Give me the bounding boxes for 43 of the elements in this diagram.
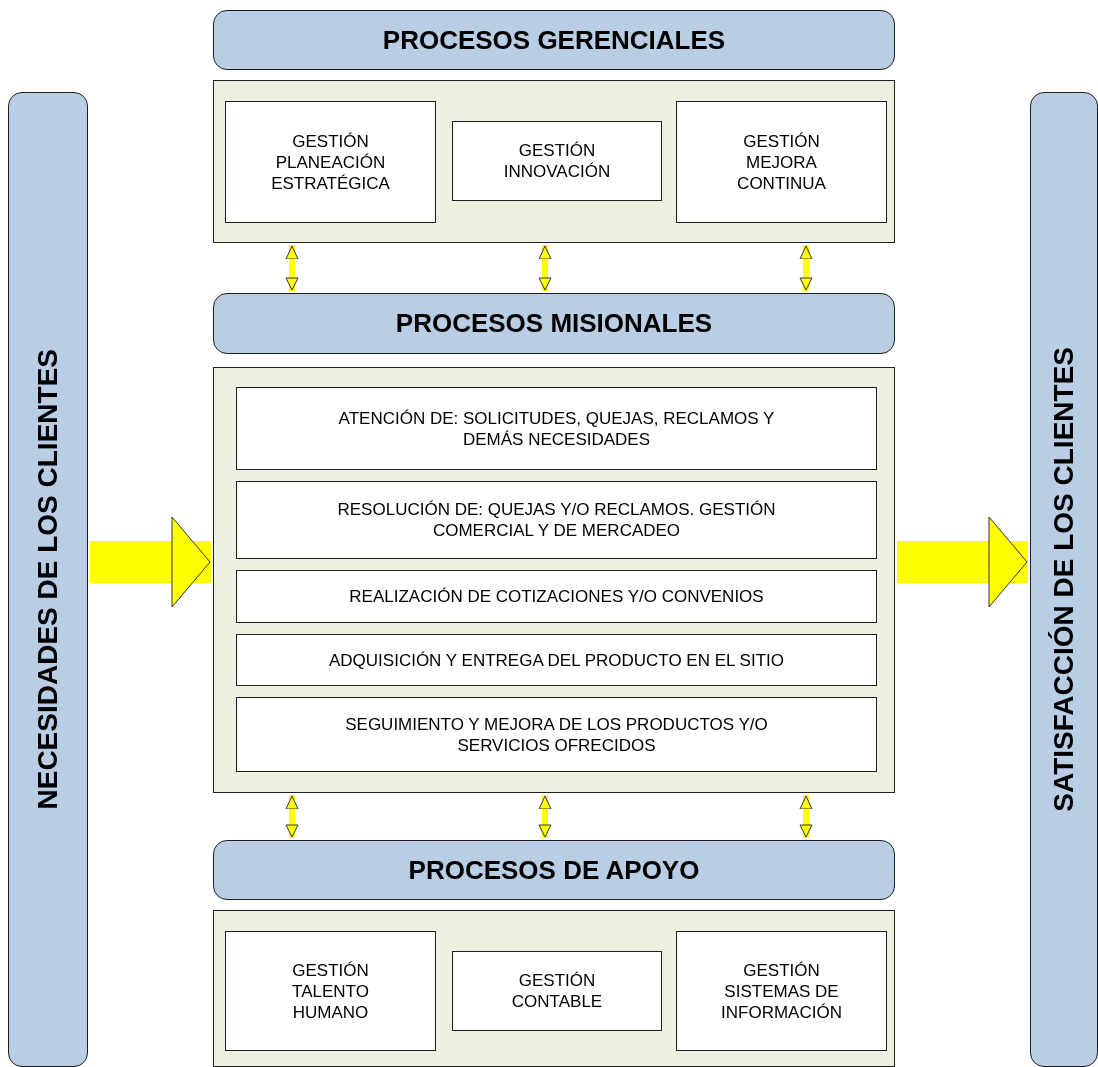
process-label: ATENCIÓN DE: SOLICITUDES, QUEJAS, RECLAMOS Y DEMÁS NECESIDADES (337, 407, 776, 450)
process-label: GESTIÓN PLANEACIÓN ESTRATÉGICA (270, 130, 391, 194)
process-panel (213, 910, 895, 1067)
double-arrow (799, 795, 813, 838)
process-panel (213, 80, 895, 243)
process-box (236, 634, 877, 686)
process-box (452, 121, 662, 201)
process-box (236, 387, 877, 470)
process-label: GESTIÓN INNOVACIÓN (502, 140, 612, 182)
section-title: PROCESOS GERENCIALES (382, 24, 726, 56)
process-label: ADQUISICIÓN Y ENTREGA DEL PRODUCTO EN EL SITIO (328, 649, 785, 671)
section-header (213, 10, 895, 70)
process-label: GESTIÓN SISTEMAS DE INFORMACIÓN (720, 959, 843, 1023)
process-box (676, 931, 887, 1051)
section-header (213, 293, 895, 354)
process-box (225, 931, 436, 1051)
process-label: GESTIÓN CONTABLE (510, 970, 604, 1012)
double-arrow (799, 245, 813, 291)
side-band (1030, 92, 1098, 1067)
side-band (8, 92, 88, 1067)
double-arrow (285, 245, 299, 291)
double-arrow (285, 795, 299, 838)
process-box (236, 481, 877, 559)
section-header (213, 840, 895, 900)
band-title: SATISFACCIÓN DE LOS CLIENTES (1048, 347, 1080, 812)
block-arrow (897, 516, 1028, 608)
process-box (236, 570, 877, 623)
process-label: RESOLUCIÓN DE: QUEJAS Y/O RECLAMOS. GESTIÓN COMERCIAL Y DE MERCADEO (336, 499, 777, 541)
process-box (676, 101, 887, 223)
block-arrow (90, 516, 211, 608)
process-label: SEGUIMIENTO Y MEJORA DE LOS PRODUCTOS Y/O SERVICIOS OFRECIDOS (344, 713, 769, 756)
double-arrow (538, 795, 552, 838)
process-box (225, 101, 436, 223)
process-box (452, 951, 662, 1031)
process-panel (213, 367, 895, 793)
process-label: REALIZACIÓN DE COTIZACIONES Y/O CONVENIOS (348, 586, 765, 607)
process-label: GESTIÓN MEJORA CONTINUA (736, 130, 827, 194)
section-title: PROCESOS DE APOYO (408, 854, 700, 886)
band-title: NECESIDADES DE LOS CLIENTES (32, 349, 64, 810)
double-arrow (538, 245, 552, 291)
process-label: GESTIÓN TALENTO HUMANO (291, 959, 370, 1023)
process-box (236, 697, 877, 772)
section-title: PROCESOS MISIONALES (395, 308, 713, 339)
